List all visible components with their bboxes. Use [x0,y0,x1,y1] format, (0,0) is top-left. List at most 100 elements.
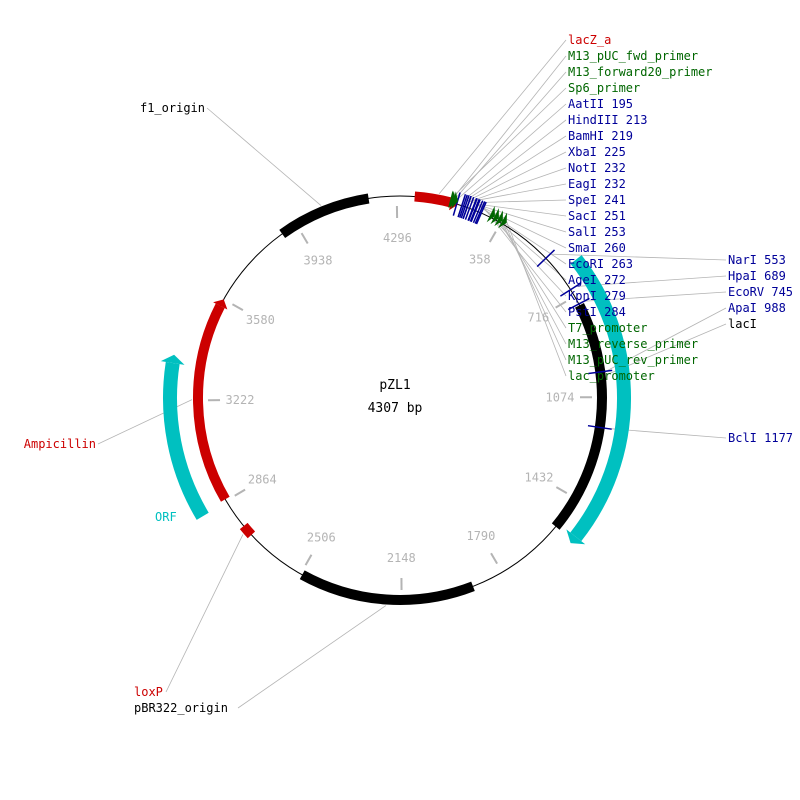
feature-label: f1_origin [140,101,205,115]
orf-arc [163,361,209,520]
leader-line [482,206,567,297]
tick-mark [490,552,498,565]
feature-label: M13_reverse_primer [568,337,698,351]
restriction-site-mark [452,192,461,216]
feature-label: XbaI 225 [568,145,626,159]
plasmid-name: pZL1 [379,378,410,393]
feature-label: ApaI 988 [728,301,786,315]
tick-label: 358 [469,252,491,266]
tick-mark [304,554,313,566]
leader-line [452,87,567,198]
primer-arrow [498,212,508,229]
feature-label: EcoRI 263 [568,257,633,271]
feature-label: T7_promoter [568,321,647,335]
restriction-site-mark [464,196,475,220]
restriction-site-mark [467,198,478,222]
restriction-site-mark [470,199,481,223]
restriction-site-mark [475,201,487,225]
feature-label: BclI 1177 [728,431,793,445]
tick-label: 1432 [525,470,554,484]
feature-label: pBR322_origin [134,701,228,715]
leader-line [458,103,567,199]
feature-label: SacI 251 [568,209,626,223]
restriction-site-mark [472,200,484,224]
primer-arrow [490,208,499,225]
plasmid-length: 4307 bp [368,401,423,416]
feature-label: loxP [134,685,163,699]
leader-line [474,203,567,233]
restriction-site-mark [567,297,590,311]
tick-label: 2148 [387,551,416,565]
leader-line [465,135,567,201]
feature-label: SalI 253 [568,225,626,239]
feature-label: HpaI 689 [728,269,786,283]
position-ticks: 3587161074143217902148250628643222358039… [208,206,593,591]
leader-lines [97,39,727,709]
tick-label: 4296 [383,231,412,245]
leader-line [468,183,567,203]
leader-line [474,203,567,217]
restriction-site-mark [474,201,486,224]
feature-label: lacZ_a [568,33,611,47]
restriction-site-mark [536,249,556,268]
leader-line [483,207,567,313]
tick-mark [555,486,568,494]
primer-arrow [494,210,503,227]
restriction-site-mark [469,198,480,222]
orf-arc [570,255,632,542]
feature-label: NotI 232 [568,161,626,175]
feature-label: M13_pUC_rev_primer [568,353,698,367]
feature-arcs [193,191,607,605]
leader-line [493,212,567,329]
orf-arrowhead [160,354,185,365]
leader-line [455,71,567,198]
restriction-site-mark [462,195,472,220]
feature-label: NarI 553 [728,253,786,267]
tick-mark [234,488,246,497]
tick-mark [488,231,497,243]
leader-line [206,107,322,206]
tick-label: 3580 [246,313,275,327]
feature-label: PstI 284 [568,305,626,319]
leader-line [505,218,567,377]
feature-label: M13_forward20_primer [568,65,713,79]
tick-mark [555,300,567,309]
restriction-site-mark [587,424,612,430]
feature-arc [239,522,256,539]
feature-label: lac_promoter [568,369,655,383]
feature-arc [414,191,453,208]
leader-line [453,55,567,198]
leader-line [165,534,244,693]
feature-arc [279,193,370,238]
feature-label: BamHI 219 [568,129,633,143]
restriction-site-mark [560,282,582,297]
tick-label: 2506 [307,530,336,544]
feature-arrowhead [213,299,228,310]
tick-label: 2864 [248,472,277,486]
tick-label: 1790 [466,529,495,543]
plasmid-backbone [197,195,603,601]
leader-line [438,39,567,194]
restriction-site-mark [588,369,613,375]
leader-line [466,151,567,202]
feature-arc [551,303,607,530]
leader-line [501,216,567,361]
feature-labels: lacZ_aM13_pUC_fwd_primerM13_forward20_pr… [24,33,793,715]
restriction-site-mark [458,194,468,218]
feature-label: EagI 232 [568,177,626,191]
primer-arrow [486,206,495,223]
feature-label: SmaI 260 [568,241,626,255]
feature-label: M13_pUC_fwd_primer [568,49,698,63]
feature-label: Ampicillin [24,437,96,451]
tick-label: 716 [528,311,550,325]
feature-label: AgeI 272 [568,273,626,287]
feature-label: EcoRV 745 [728,285,793,299]
tick-mark [300,232,309,244]
tick-mark [231,303,244,311]
leader-line [550,253,727,261]
restriction-site-mark [460,195,470,219]
orf-arrowhead [566,529,586,545]
feature-label: KpnI 279 [568,289,626,303]
leader-line [237,605,387,709]
